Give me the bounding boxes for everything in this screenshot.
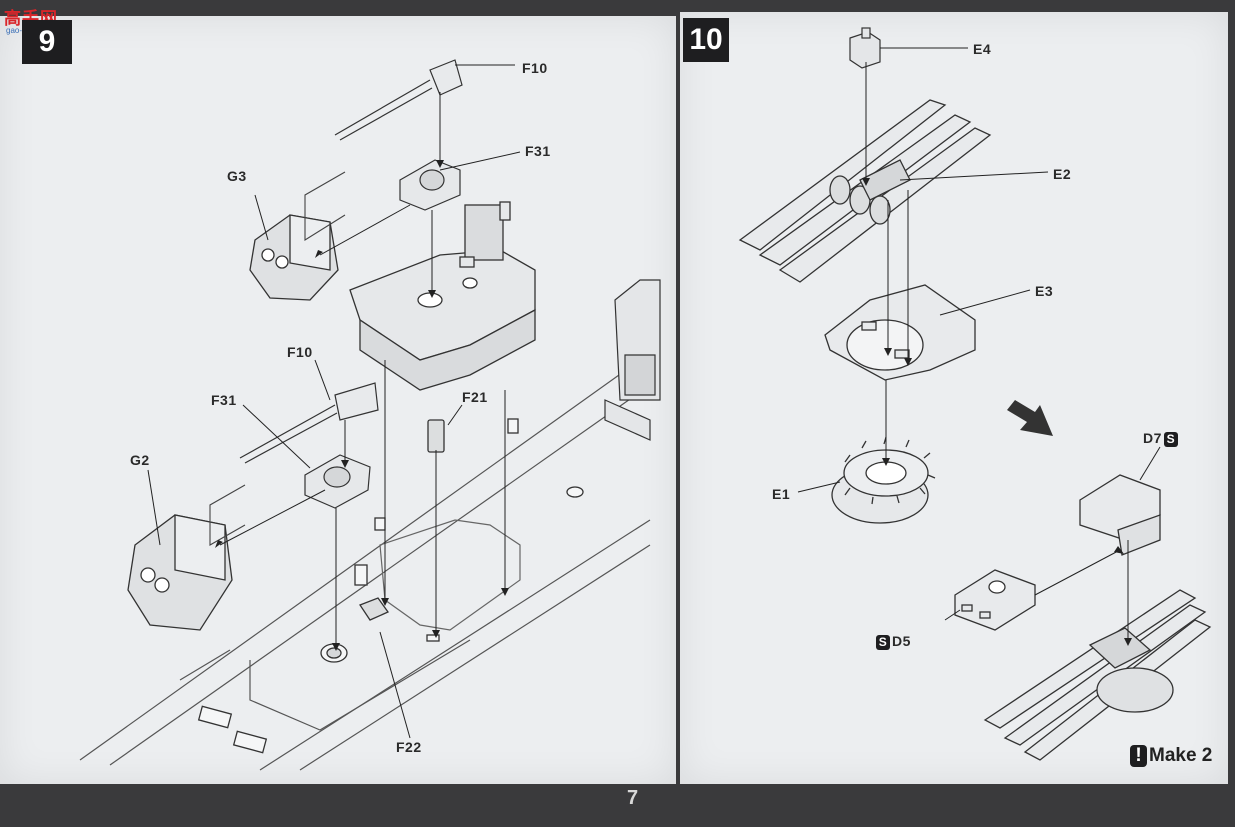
- right-leader-lines: [797, 47, 1161, 640]
- label-e4: E4: [973, 41, 992, 57]
- label-g3: G3: [227, 168, 247, 184]
- label-e3: E3: [1035, 283, 1054, 299]
- mount-f31: [304, 159, 461, 509]
- part-e4: [849, 27, 881, 69]
- label-g2: G2: [130, 452, 150, 468]
- s-badge-icon: S: [1163, 432, 1178, 447]
- bridge-tower: [604, 279, 661, 441]
- label-d5-text: D5: [892, 633, 911, 649]
- step-number-10: 10: [683, 18, 729, 62]
- label-f31-top: F31: [525, 143, 551, 159]
- label-d7-text: D7: [1143, 430, 1162, 446]
- label-f31-mid: F31: [211, 392, 237, 408]
- direction-arrow-icon: [1007, 400, 1053, 436]
- superstructure-block: [349, 201, 536, 391]
- turret-base-e3: [824, 284, 976, 381]
- label-f22: F22: [396, 739, 422, 755]
- right-arrowheads: [862, 178, 1132, 646]
- left-leader-lines: [147, 64, 521, 739]
- guide-brackets: [209, 171, 346, 546]
- bracket-d7: [1079, 474, 1161, 556]
- label-f21: F21: [462, 389, 488, 405]
- assembled-turret: [983, 589, 1212, 761]
- block-d5: [954, 569, 1036, 631]
- gear-ring-e1: [831, 436, 936, 524]
- left-hull-deck-lines: [79, 359, 651, 771]
- page-number: 7: [627, 787, 639, 809]
- exclamation-icon: !: [1130, 745, 1147, 767]
- gun-f10: [239, 59, 463, 464]
- step-number-9: 9: [22, 20, 72, 64]
- make-text: Make 2: [1149, 745, 1213, 766]
- make-quantity-note: !Make 2: [1130, 745, 1212, 767]
- pedestals: [197, 418, 584, 754]
- label-f10-mid: F10: [287, 344, 313, 360]
- turret-g2: [127, 514, 233, 631]
- label-e2: E2: [1053, 166, 1072, 182]
- turret-g3: [249, 214, 339, 301]
- left-arrowheads: [215, 160, 509, 651]
- barrels-e2: [738, 99, 992, 283]
- label-f10-top: F10: [522, 60, 548, 76]
- s-badge-icon: S: [876, 635, 890, 650]
- label-e1: E1: [772, 486, 791, 502]
